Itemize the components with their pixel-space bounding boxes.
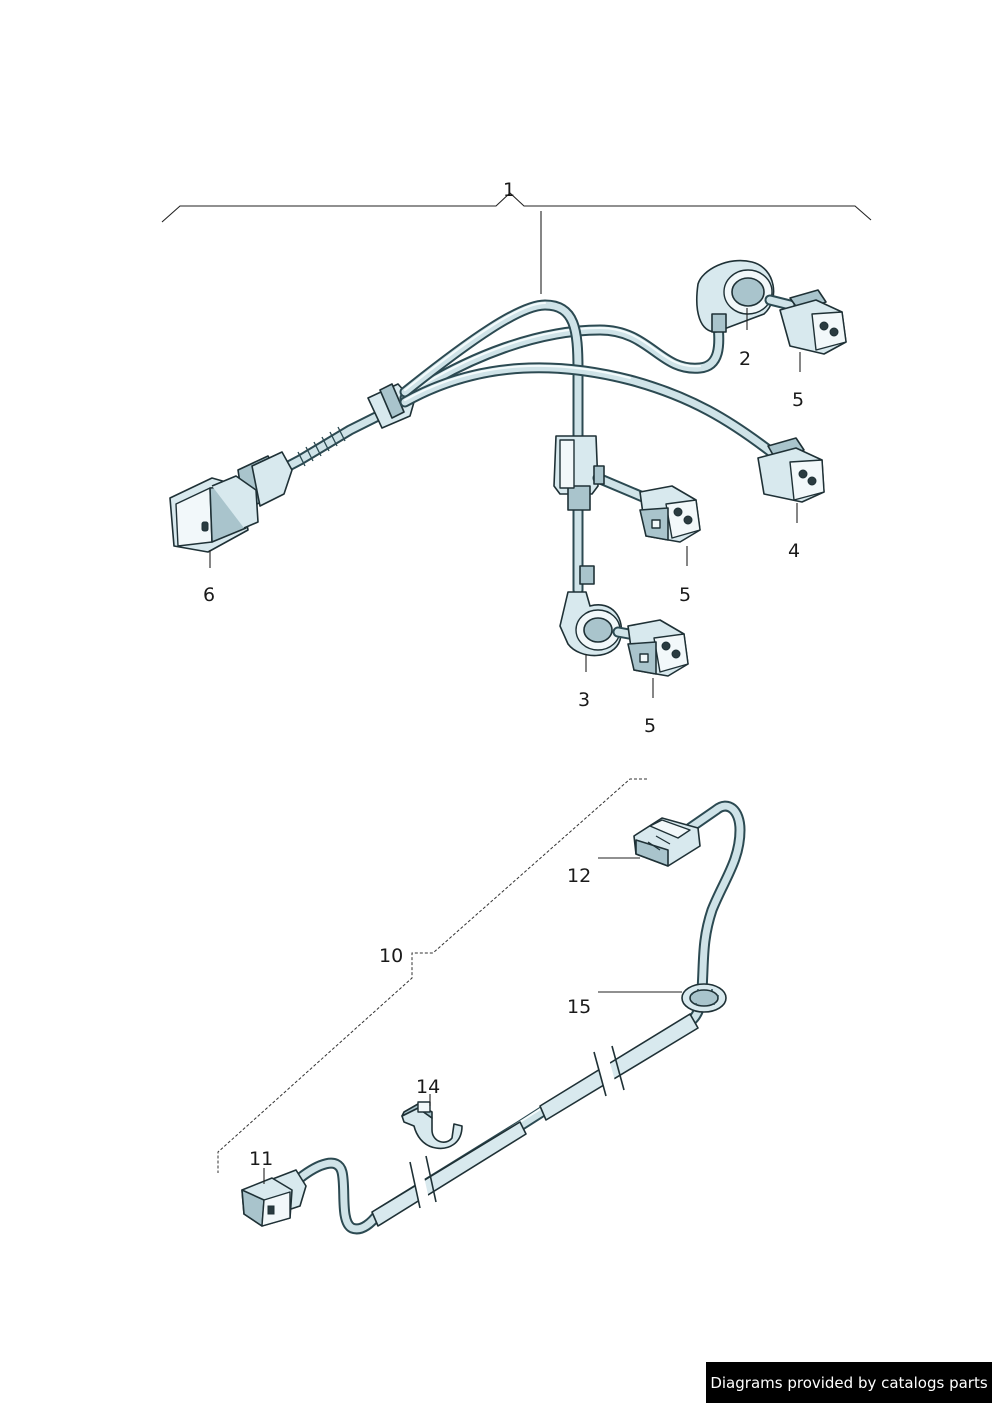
connector-5-middle: [639, 485, 701, 543]
corrugated-sleeve: [297, 426, 346, 467]
connector-5-top: [779, 289, 847, 355]
callout-2: 2: [739, 348, 751, 370]
cable-assembly-10: 10 12 15 14 11: [217, 778, 746, 1235]
cable-sleeve-1: [371, 1121, 527, 1227]
connector-5-bottom: [627, 619, 689, 677]
break-mark-2: [593, 1045, 625, 1097]
connector-12: [633, 817, 701, 867]
callout-6: 6: [203, 584, 215, 606]
callout-14: 14: [416, 1076, 440, 1098]
callout-10: 10: [379, 945, 403, 967]
branch-to-connector-4: [399, 362, 781, 461]
grommet-15: [681, 983, 727, 1013]
connector-11: [241, 1169, 307, 1227]
callout-12: 12: [567, 865, 591, 887]
bracket-1: [161, 192, 872, 223]
callout-15: 15: [567, 996, 591, 1018]
connector-2-elbow: [696, 259, 796, 333]
branch-to-connector-3: [399, 299, 584, 596]
credit-banner: Diagrams provided by catalogs parts: [706, 1362, 992, 1403]
connector-4: [757, 437, 825, 503]
callout-4: 4: [788, 540, 800, 562]
t-junction: [553, 435, 656, 511]
connector-3-elbow: [559, 565, 646, 657]
callout-11: 11: [249, 1148, 273, 1170]
callout-5-bottom: 5: [644, 715, 656, 737]
callout-5-middle: 5: [679, 584, 691, 606]
clip-14: [401, 1101, 463, 1150]
break-mark-1: [409, 1155, 437, 1209]
connector-6: [169, 451, 293, 553]
bracket-10: [217, 778, 647, 1173]
callout-5-top: 5: [792, 389, 804, 411]
cable-sleeve-2: [539, 1013, 699, 1121]
branch-to-connector-2: [399, 319, 725, 404]
callout-1: 1: [503, 179, 515, 201]
harness-assembly-1: 1 2 5 4 6 5 3 5: [161, 179, 872, 737]
callout-3: 3: [578, 689, 590, 711]
